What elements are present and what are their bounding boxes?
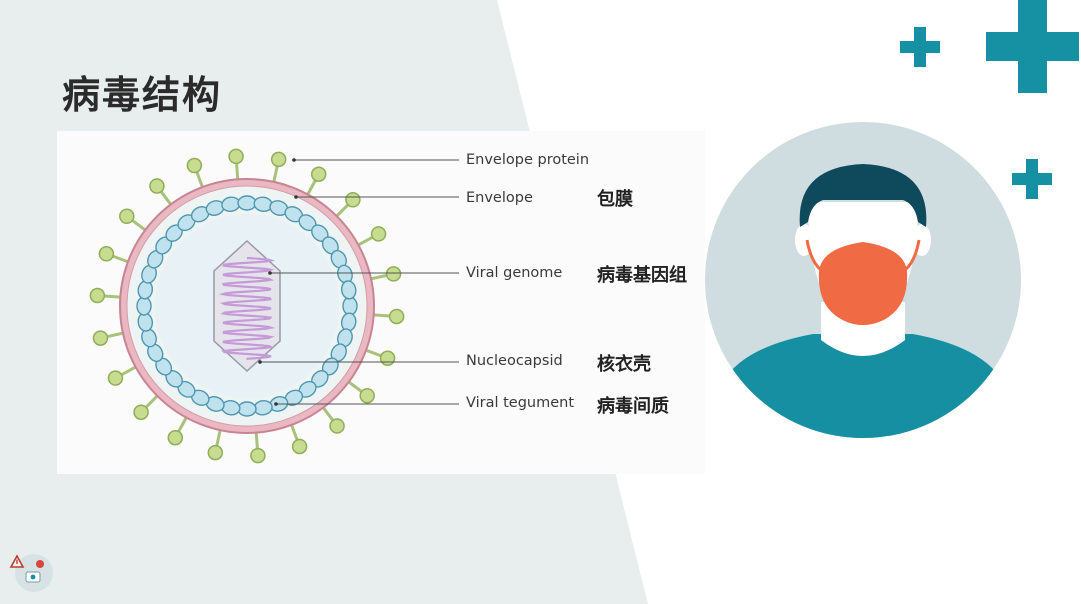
spike-head bbox=[107, 370, 124, 386]
plus-icon bbox=[1012, 159, 1052, 199]
spike-head bbox=[228, 148, 244, 165]
spike-head bbox=[133, 404, 149, 420]
spike-head bbox=[379, 350, 396, 366]
spike-head bbox=[329, 418, 345, 434]
label-viral-tegument: Viral tegument bbox=[466, 395, 575, 411]
spike-head bbox=[310, 166, 327, 182]
corner-logo-icon bbox=[9, 554, 53, 592]
spike-head bbox=[345, 192, 361, 208]
capsomere-bead bbox=[340, 280, 357, 300]
viral-genome-coil bbox=[218, 256, 276, 360]
leader-dot bbox=[294, 195, 298, 199]
person-with-mask-illustration bbox=[705, 122, 1021, 438]
spike-head bbox=[291, 438, 308, 455]
spike-head bbox=[388, 308, 405, 325]
spike-head bbox=[270, 151, 287, 168]
label-viral-genome-zh: 病毒基因组 bbox=[597, 265, 687, 286]
label-nucleocapsid-zh: 核衣壳 bbox=[597, 354, 651, 375]
virus-illustration bbox=[89, 148, 459, 464]
label-viral-tegument-zh: 病毒间质 bbox=[597, 396, 669, 417]
spike-head bbox=[92, 330, 109, 346]
capsomere-bead bbox=[136, 296, 152, 316]
spike-head bbox=[207, 444, 224, 461]
label-envelope-protein: Envelope protein bbox=[466, 152, 590, 168]
plus-icon bbox=[986, 0, 1079, 93]
label-viral-genome: Viral genome bbox=[466, 265, 563, 281]
spike-head bbox=[250, 447, 266, 464]
spike-head bbox=[89, 287, 106, 304]
capsomere-bead bbox=[237, 401, 257, 417]
spike-head bbox=[186, 157, 203, 174]
spike-head bbox=[98, 246, 115, 262]
spike-head bbox=[359, 387, 375, 404]
virus-structure-diagram: Envelope protein Envelope 包膜 Viral genom… bbox=[57, 131, 705, 474]
capsomere-bead bbox=[342, 296, 358, 316]
spike-head bbox=[385, 266, 402, 282]
leader-dot bbox=[292, 158, 296, 162]
plus-icon bbox=[900, 27, 940, 67]
label-nucleocapsid: Nucleocapsid bbox=[466, 353, 563, 369]
slide-title: 病毒结构 bbox=[62, 73, 223, 117]
spike-head bbox=[149, 178, 165, 194]
leader-dot bbox=[258, 360, 262, 364]
label-envelope: Envelope bbox=[466, 190, 533, 206]
spike-head bbox=[370, 226, 387, 242]
leader-dot bbox=[274, 402, 278, 406]
spike-head bbox=[119, 208, 135, 225]
leader-dot bbox=[268, 271, 272, 275]
label-envelope-zh: 包膜 bbox=[597, 189, 633, 210]
capsomere-bead bbox=[237, 195, 257, 211]
spike-head bbox=[167, 430, 184, 446]
